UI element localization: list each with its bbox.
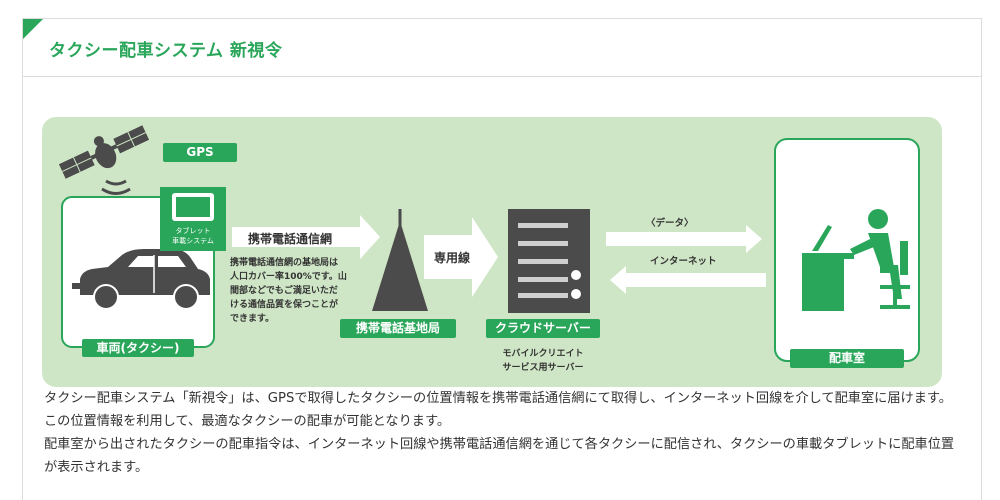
base-station-label: 携帯電話基地局 [340, 319, 456, 338]
cloud-server-label: クラウドサーバー [486, 319, 600, 338]
vehicle-label: 車両(タクシー) [82, 339, 194, 357]
data-label: 〈データ〉 [646, 218, 694, 229]
description-paragraph-1: タクシー配車システム「新視令」は、GPSで取得したタクシーの位置情報を携帯電話通… [44, 391, 952, 429]
gps-label: GPS [163, 143, 237, 162]
server-icon [508, 209, 590, 313]
network-note-line-3: 間部などでもご満足いただ [230, 286, 338, 296]
system-diagram: GPS タブレット 車載システム 車両(タクシー) 携帯電話通信網 携帯電話通信… [42, 117, 942, 387]
description-paragraph-2: 配車室から出されたタクシーの配車指令は、インターネット回線や携帯電話通信網を通じ… [44, 437, 955, 475]
card-title: タクシー配車システム 新視令 [49, 41, 283, 61]
tower-icon [372, 209, 428, 311]
dispatch-room-label: 配車室 [790, 349, 904, 368]
server-sub-line2: サービス用サーバー [502, 363, 584, 373]
tablet-label-line2: 車載システム [172, 237, 214, 245]
internet-label: インターネット [650, 256, 717, 267]
satellite-icon [58, 125, 150, 179]
arrow-to-dispatch [606, 225, 762, 253]
network-note-line-5: できます。 [230, 314, 275, 324]
network-note-line-1: 携帯電話通信網の基地局は [230, 258, 339, 268]
arrow-mobile-network [232, 215, 380, 259]
dispatch-room-box [774, 138, 920, 362]
network-note-line-4: ける通信品質を保つことが [230, 300, 339, 310]
card-header: タクシー配車システム 新視令 [23, 19, 981, 77]
server-sub-line1: モバイルクリエイト [502, 349, 584, 359]
description: タクシー配車システム「新視令」は、GPSで取得したタクシーの位置情報を携帯電話通… [44, 387, 964, 479]
tablet-label-line1: タブレット [175, 227, 211, 235]
dedicated-line-label: 専用線 [434, 251, 471, 265]
car-icon [72, 249, 210, 310]
operator-icon [802, 209, 910, 311]
diagram-graphics [42, 117, 942, 387]
corner-accent [23, 19, 43, 39]
arrow-to-server [610, 266, 766, 294]
mobile-network-label: 携帯電話通信網 [248, 232, 333, 246]
arrow-dedicated-line [424, 217, 498, 297]
network-note-line-2: 人口カバー率100%です。山 [230, 272, 347, 282]
